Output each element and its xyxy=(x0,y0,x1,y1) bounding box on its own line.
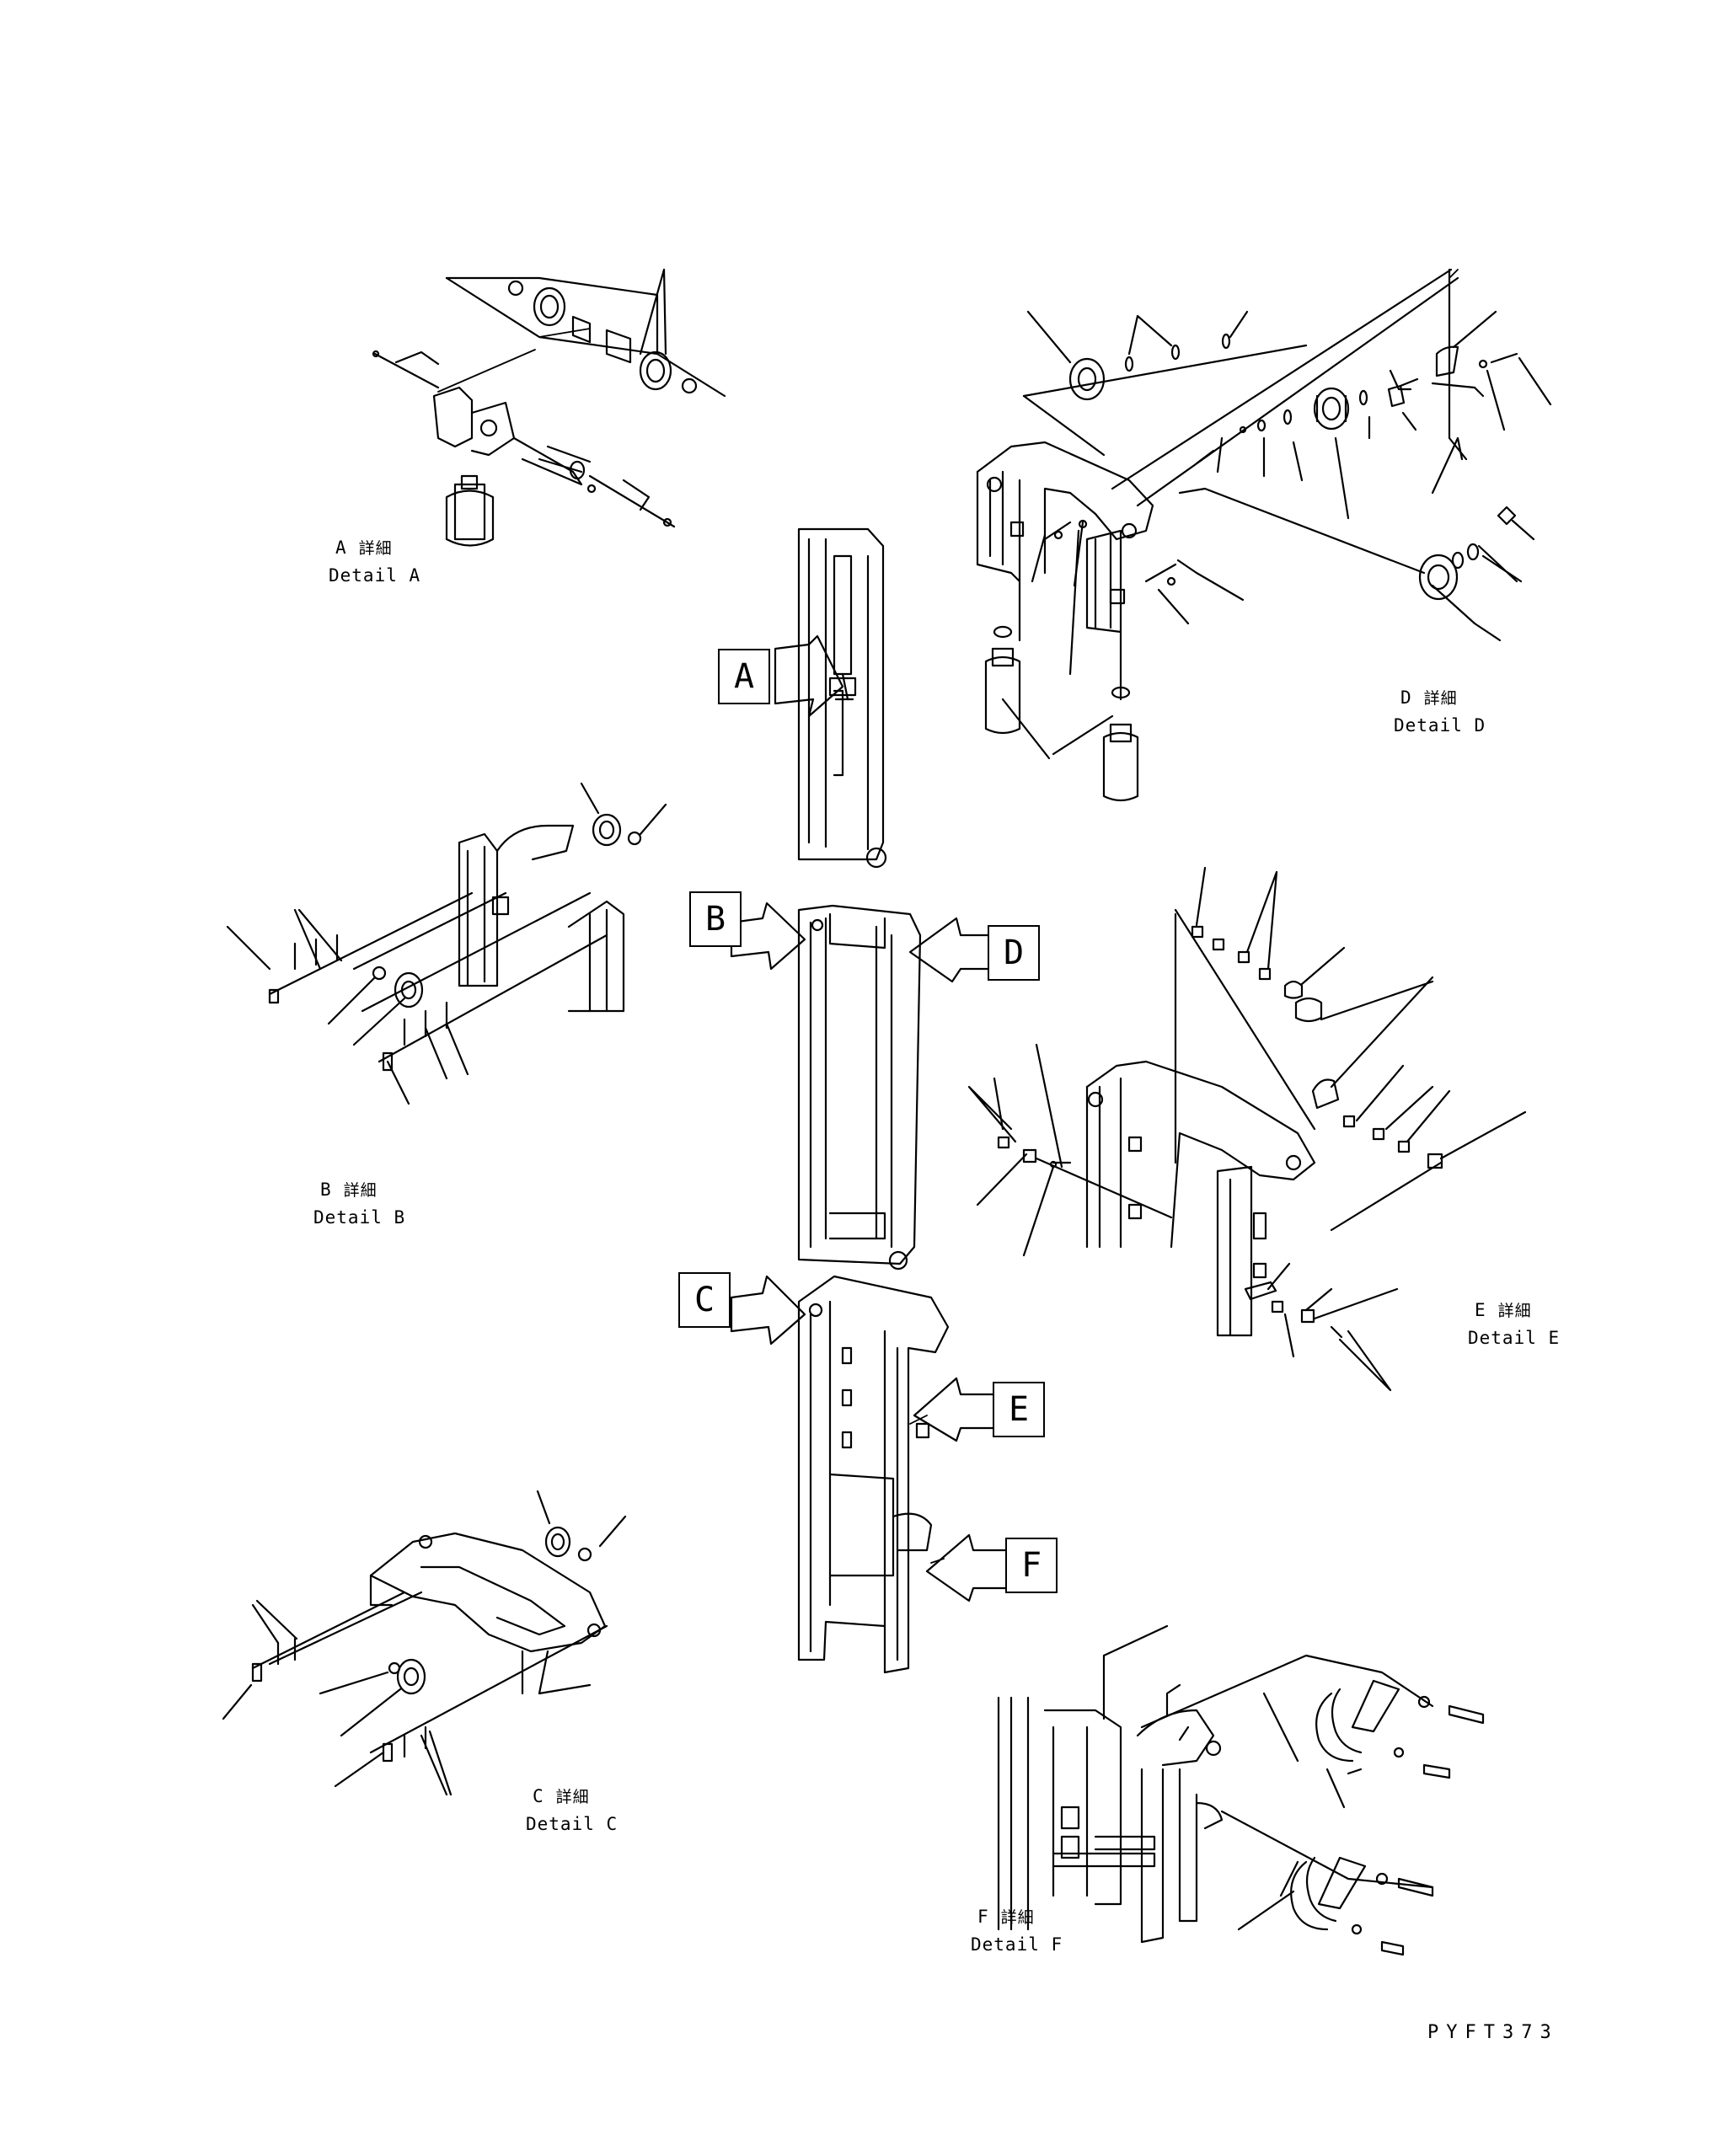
sheet-code: PYFT373 xyxy=(1427,2022,1559,2043)
detail-e-jp: 詳細 xyxy=(1497,1302,1532,1320)
callout-box-e: E xyxy=(993,1382,1045,1437)
detail-d-label: D 詳細 Detail D xyxy=(1394,687,1486,735)
detail-a-drawing xyxy=(372,268,726,547)
detail-b-letter: B xyxy=(320,1180,332,1200)
mast-inner-section xyxy=(797,527,887,869)
detail-f-jp: 詳細 xyxy=(1000,1908,1035,1927)
detail-b-drawing xyxy=(226,782,667,1105)
detail-d-drawing xyxy=(976,268,1552,802)
detail-b-caption: Detail B xyxy=(313,1207,406,1228)
callout-arrow-a xyxy=(774,634,844,718)
mast-outer-section xyxy=(797,1275,950,1674)
detail-d-caption: Detail D xyxy=(1394,715,1486,736)
detail-e-label: E 詳細 Detail E xyxy=(1468,1300,1560,1347)
mast-middle-section xyxy=(797,904,922,1271)
detail-c-jp: 詳細 xyxy=(555,1788,590,1806)
callout-arrow-c xyxy=(730,1275,806,1345)
detail-e-letter: E xyxy=(1475,1300,1486,1320)
detail-d-jp: 詳細 xyxy=(1423,689,1458,708)
detail-b-jp: 詳細 xyxy=(343,1181,378,1200)
callout-box-b: B xyxy=(689,891,742,947)
callout-arrow-f xyxy=(925,1533,1009,1602)
callout-box-f: F xyxy=(1005,1538,1058,1593)
detail-f-drawing xyxy=(997,1624,1485,1956)
detail-c-drawing xyxy=(222,1490,627,1796)
detail-b-label: B 詳細 Detail B xyxy=(313,1180,405,1227)
callout-box-c: C xyxy=(678,1272,731,1328)
detail-f-label: F 詳細 Detail F xyxy=(971,1907,1063,1954)
detail-e-caption: Detail E xyxy=(1468,1328,1561,1348)
callout-box-a: A xyxy=(718,649,770,704)
detail-c-caption: Detail C xyxy=(526,1814,619,1834)
detail-f-letter: F xyxy=(977,1907,989,1927)
callout-arrow-b xyxy=(730,901,806,971)
leader-lines xyxy=(437,269,1459,1564)
detail-c-label: C 詳細 Detail C xyxy=(526,1786,618,1833)
detail-a-caption: Detail A xyxy=(329,565,421,586)
callout-arrow-d xyxy=(908,917,994,983)
detail-e-drawing xyxy=(967,866,1527,1392)
detail-a-jp: 詳細 xyxy=(358,539,393,558)
detail-a-label: A 詳細 Detail A xyxy=(329,538,420,585)
callout-arrow-e xyxy=(913,1377,996,1442)
detail-a-letter: A xyxy=(335,538,347,558)
detail-f-caption: Detail F xyxy=(971,1934,1063,1955)
callout-box-d: D xyxy=(988,925,1040,981)
detail-d-letter: D xyxy=(1400,687,1412,708)
detail-c-letter: C xyxy=(533,1786,544,1806)
